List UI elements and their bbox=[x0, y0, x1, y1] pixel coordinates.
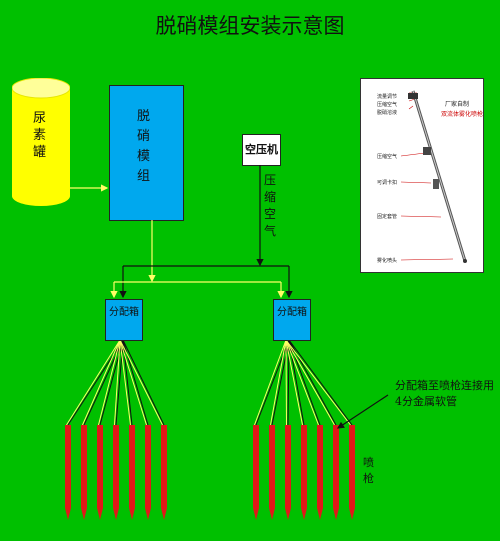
inset-label: 压缩空气 bbox=[377, 102, 398, 108]
hose-line bbox=[82, 339, 121, 426]
denox-module-label: 脱硝模组 bbox=[137, 109, 151, 184]
nozzle bbox=[301, 425, 307, 520]
compressed-air-label: 压缩空气 bbox=[264, 173, 277, 238]
hose-line bbox=[114, 339, 121, 426]
denox-module bbox=[109, 85, 184, 221]
nozzle bbox=[65, 425, 71, 520]
hose-line bbox=[285, 339, 303, 426]
nozzle-group-right bbox=[253, 425, 355, 520]
nozzle bbox=[145, 425, 151, 520]
nozzle-group-left bbox=[65, 425, 167, 520]
distribution-box-left: 分配箱 bbox=[105, 299, 143, 341]
urea-tank bbox=[12, 78, 70, 206]
inset-label: 脱硝溶液 bbox=[377, 110, 398, 116]
hose-note-pointer bbox=[336, 394, 389, 429]
hose-line bbox=[285, 339, 287, 426]
nozzle bbox=[269, 425, 275, 520]
nozzle bbox=[333, 425, 339, 520]
hose-line bbox=[270, 339, 287, 426]
hose-line bbox=[98, 339, 121, 426]
nozzle bbox=[253, 425, 259, 520]
inset-subtitle: 双流体雾化喷枪 bbox=[441, 111, 484, 118]
nozzle-label: 喷枪 bbox=[363, 456, 374, 485]
nozzle bbox=[81, 425, 87, 520]
distribution-box-right: 分配箱 bbox=[273, 299, 311, 341]
inset-label: 固定套管 bbox=[377, 214, 398, 220]
inset-label: 可调卡扣 bbox=[377, 180, 398, 186]
nozzle bbox=[349, 425, 355, 520]
air-compressor: 空压机 bbox=[242, 134, 281, 166]
nozzle bbox=[97, 425, 103, 520]
hose-line bbox=[285, 339, 319, 426]
nozzle bbox=[317, 425, 323, 520]
page-title: 脱硝模组安装示意图 bbox=[155, 14, 345, 38]
hose-line bbox=[254, 339, 287, 426]
inset-title: 厂家自制 bbox=[445, 101, 470, 108]
hose-line bbox=[119, 339, 131, 426]
hose-fan-right bbox=[254, 339, 353, 426]
nozzle bbox=[113, 425, 119, 520]
nozzle bbox=[161, 425, 167, 520]
urea-tank-label: 尿素罐 bbox=[33, 111, 47, 160]
nozzle bbox=[129, 425, 135, 520]
hose-line bbox=[122, 339, 165, 426]
nozzle-detail-inset: 流量调节 压缩空气 脱硝溶液 压缩空气 可调卡扣 固定套管 雾化喷头 厂家自制 … bbox=[360, 78, 484, 273]
nozzle-detail-drawing bbox=[400, 90, 467, 263]
hose-fan-left bbox=[66, 339, 165, 426]
hose-line bbox=[285, 339, 351, 426]
hose-line bbox=[119, 339, 147, 426]
hose-line bbox=[288, 339, 353, 426]
nozzle bbox=[285, 425, 291, 520]
hose-note: 分配箱至喷枪连接用4分金属软管 bbox=[395, 379, 494, 408]
inset-label: 雾化喷头 bbox=[377, 258, 398, 264]
inset-label: 压缩空气 bbox=[377, 154, 398, 160]
inset-label: 流量调节 bbox=[377, 94, 398, 100]
hose-line bbox=[66, 339, 121, 426]
hose-line bbox=[119, 339, 163, 426]
hose-line bbox=[285, 339, 335, 426]
